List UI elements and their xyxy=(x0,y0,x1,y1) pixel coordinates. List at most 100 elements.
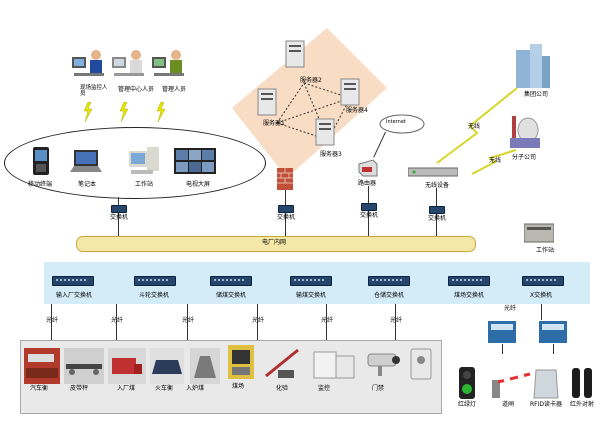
switch-icon xyxy=(368,276,410,286)
internet-label: Internet xyxy=(386,119,406,125)
switch-icon xyxy=(361,203,377,211)
plant-network-ring xyxy=(76,236,476,252)
internet-cloud-icon xyxy=(378,113,426,139)
switch-icon xyxy=(111,205,127,213)
lightning-icon xyxy=(156,102,166,122)
terminal-label: 笔记本 xyxy=(78,181,97,188)
terminal-label: 工作站 xyxy=(135,181,154,188)
terminal-label: 电视大屏 xyxy=(186,181,211,188)
switch-icon xyxy=(429,206,445,214)
user-label: 管理人员 xyxy=(162,86,187,93)
device-label: 火车衡 xyxy=(155,385,174,392)
link-label: 光纤 xyxy=(321,317,334,324)
lightning-icon xyxy=(83,102,93,122)
switch-icon xyxy=(134,276,176,286)
link-label: 光纤 xyxy=(182,317,195,324)
laptop-icon xyxy=(70,148,102,178)
switch-label: 交换机 xyxy=(277,214,296,221)
router-label: 路由器 xyxy=(358,180,377,187)
furnace-coal-icon xyxy=(190,348,220,388)
server-zone xyxy=(232,28,387,178)
video-wall-icon xyxy=(174,148,216,178)
switch-label: 仓储交换机 xyxy=(374,292,405,299)
switch-label: 交换机 xyxy=(360,212,379,219)
router-icon xyxy=(357,158,379,182)
user-icon xyxy=(70,45,106,83)
workstation-label: 工作站 xyxy=(536,247,555,254)
link-label: 光纤 xyxy=(504,305,517,312)
device-label: 红绿灯 xyxy=(458,401,477,408)
device-label: 监控 xyxy=(318,385,331,392)
branch-label: 分子公司 xyxy=(512,154,537,161)
rail-scale-icon xyxy=(150,348,184,388)
device-label: 道闸 xyxy=(502,401,515,408)
coal-yard-icon xyxy=(228,345,254,383)
server-label: 服务器4 xyxy=(346,107,368,114)
switch-icon xyxy=(448,276,490,286)
user-icon xyxy=(150,45,186,83)
server-icon xyxy=(257,88,277,120)
building-icon xyxy=(512,42,552,94)
terminal-label: 移动终端 xyxy=(28,181,53,188)
device-label: 门禁 xyxy=(372,385,385,392)
workstation-icon xyxy=(127,145,161,181)
lightning-icon xyxy=(471,149,517,175)
hq-label: 集团公司 xyxy=(524,91,549,98)
mobile-terminal-icon xyxy=(32,146,50,180)
wireless-link-label: 无线 xyxy=(489,157,502,164)
lightning-icon xyxy=(119,102,129,122)
device-label: 入炉煤 xyxy=(186,385,205,392)
factory-icon xyxy=(508,112,542,154)
user-label: 管理中心人员 xyxy=(118,86,155,93)
switch-icon xyxy=(522,276,564,286)
device-label: 皮带秤 xyxy=(70,385,89,392)
user-icon xyxy=(110,45,148,83)
link-label: 光纤 xyxy=(46,317,59,324)
switch-label: 斗轮交换机 xyxy=(139,292,170,299)
traffic-light-icon xyxy=(457,366,477,404)
rfid-reader-icon xyxy=(532,368,560,404)
switch-icon xyxy=(52,276,94,286)
server-icon xyxy=(340,78,360,110)
device-label: 煤场 xyxy=(232,383,245,390)
server-label: 服务器3 xyxy=(320,151,342,158)
server-icon xyxy=(315,118,335,150)
camera-icon xyxy=(364,346,404,386)
switch-icon xyxy=(210,276,252,286)
link-label: 光纤 xyxy=(252,317,265,324)
switch-icon xyxy=(278,205,294,213)
wireless-device-label: 无线设备 xyxy=(425,182,450,189)
switch-label: 储煤交换机 xyxy=(216,292,247,299)
switch-label: 输煤交换机 xyxy=(296,292,327,299)
io-module-icon xyxy=(487,320,517,348)
firewall-icon xyxy=(277,168,293,194)
link-label: 光纤 xyxy=(390,317,403,324)
barrier-gate-icon xyxy=(490,366,532,404)
user-label: 现场监控人员 xyxy=(80,85,108,97)
server-icon xyxy=(285,40,305,72)
terminal-group xyxy=(4,127,266,199)
server-label: 服务器1 xyxy=(263,120,285,127)
device-label: 化验 xyxy=(276,385,289,392)
truck-scale-icon xyxy=(24,348,60,388)
device-label: 入厂煤 xyxy=(117,385,136,392)
access-control-icon xyxy=(410,348,432,384)
switch-label: 煤场交换机 xyxy=(454,292,485,299)
switch-label: 交换机 xyxy=(428,215,447,222)
belt-scale-icon xyxy=(64,348,104,388)
wireless-link-label: 无线 xyxy=(468,123,481,130)
switch-icon xyxy=(290,276,332,286)
ring-label: 电厂内网 xyxy=(262,239,287,246)
link-label: 光纤 xyxy=(111,317,124,324)
device-label: 汽车衡 xyxy=(30,385,49,392)
stacker-icon xyxy=(262,346,302,386)
device-label: RFID读卡器 xyxy=(530,401,563,408)
lab-equipment-icon xyxy=(312,346,356,386)
io-module-icon xyxy=(538,320,568,348)
switch-label: 输入厂交换机 xyxy=(56,292,93,299)
lightning-icon xyxy=(436,87,518,164)
switch-label: X交换机 xyxy=(530,292,553,299)
infrared-sensor-icon xyxy=(571,366,595,404)
device-label: 红外对射 xyxy=(570,401,595,408)
server-label: 服务器2 xyxy=(300,77,322,84)
